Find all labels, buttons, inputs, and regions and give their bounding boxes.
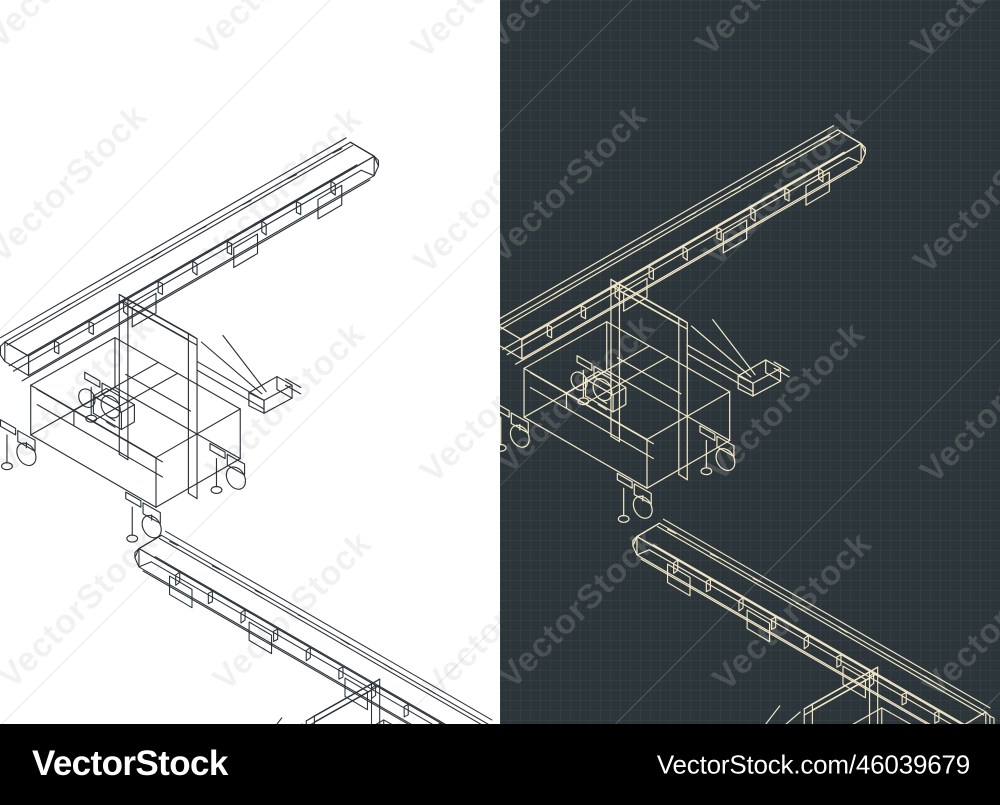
conveyor-upper-view: [500, 125, 866, 523]
conveyor-lower-view: [134, 530, 497, 724]
footer-bar: VectorStock VectorStock.com/46039679: [0, 724, 1000, 805]
conveyor-lower-view: [632, 518, 995, 724]
vectorstock-credit-url[interactable]: VectorStock.com/46039679: [656, 749, 970, 779]
light-panel-drawings: [0, 137, 497, 724]
dark-panel-drawings: [500, 125, 995, 724]
conveyor-upper-view: [0, 137, 380, 543]
vectorstock-logo[interactable]: VectorStock: [32, 743, 228, 783]
